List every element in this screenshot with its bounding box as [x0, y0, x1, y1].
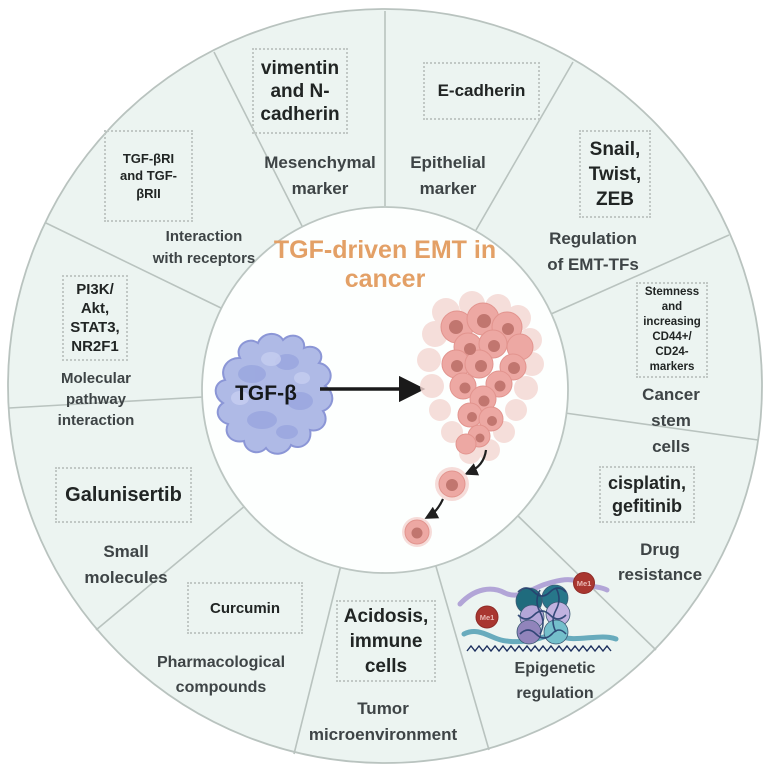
- label-pharmacological-compounds: Pharmacological compounds: [156, 654, 286, 696]
- label-molecular-pathway-interaction: Molecular pathway interaction: [57, 370, 135, 429]
- label-emt-tf-regulation: Regulation of EMT-TFs: [547, 229, 639, 274]
- box-pathway-molecules: PI3K/ Akt, STAT3, NR2F1: [62, 275, 128, 361]
- box-resistance-drugs: cisplatin, gefitinib: [599, 466, 695, 523]
- nucleosome-illustration: Me1 Me1: [457, 572, 619, 653]
- label-tumor-microenvironment: Tumor microenvironment: [308, 699, 458, 744]
- svg-text:Me1: Me1: [480, 613, 495, 622]
- detached-cell: [435, 467, 469, 501]
- label-epithelial-marker: Epithelial marker: [410, 153, 486, 198]
- label-drug-resistance: Drug resistance: [617, 540, 703, 584]
- label-receptor-interaction: Interaction with receptors: [152, 228, 256, 267]
- tgf-beta-blob: TGF-β: [214, 333, 334, 455]
- segment-dividers: [8, 11, 759, 755]
- box-epithelial-marker: E-cadherin: [423, 62, 540, 120]
- box-stemness-markers: Stemness and increasing CD44+/ CD24- mar…: [636, 282, 708, 378]
- me1-badge: Me1: [573, 572, 595, 594]
- box-tgf-receptors: TGF-βRI and TGF- βRII: [104, 130, 193, 222]
- svg-text:Me1: Me1: [577, 579, 592, 588]
- tumor-cell-cluster: [417, 291, 544, 464]
- label-small-molecules: Small molecules: [84, 542, 168, 587]
- label-mesenchymal-marker: Mesenchymal marker: [264, 153, 376, 198]
- detached-cell: [402, 517, 432, 547]
- box-microenvironment-factors: Acidosis, immune cells: [336, 600, 436, 682]
- label-epigenetic-regulation: Epigenetic regulation: [514, 660, 596, 702]
- label-cancer-stem-cells: Cancer stem cells: [642, 385, 700, 456]
- box-mesenchymal-markers: vimentin and N- cadherin: [252, 48, 348, 134]
- box-galunisertib: Galunisertib: [55, 467, 192, 523]
- dna-zigzag: [466, 644, 612, 653]
- box-curcumin: Curcumin: [187, 582, 303, 634]
- box-emt-tfs: Snail, Twist, ZEB: [579, 130, 651, 218]
- tgf-beta-label: TGF-β: [235, 382, 297, 405]
- figure-title: TGF-driven EMT in cancer: [273, 236, 497, 293]
- me1-badge: Me1: [475, 605, 499, 629]
- dna-coils: [517, 587, 567, 639]
- migration-arrow: [464, 449, 488, 476]
- migration-arrow: [424, 498, 444, 519]
